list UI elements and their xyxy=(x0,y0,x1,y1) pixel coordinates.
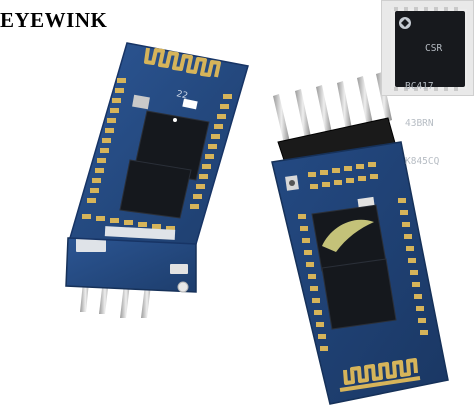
pcb-antenna-icon xyxy=(339,358,421,392)
left-hc-module: 22 xyxy=(65,42,249,318)
chip-marking-line: BC417 xyxy=(405,80,434,92)
chip-marking: CSR BC417 43BRN K845CQ xyxy=(405,18,465,193)
brand-watermark: EYEWINK xyxy=(0,8,108,32)
left-pads xyxy=(87,78,126,203)
chip-marking-line: K845CQ xyxy=(405,155,440,167)
chip-closeup-inset xyxy=(381,0,474,96)
csr-logo-icon xyxy=(399,17,411,29)
chip-marking-line: CSR xyxy=(425,43,443,54)
right-pads xyxy=(190,94,232,209)
right-hc-module xyxy=(271,72,449,405)
chip-package xyxy=(391,7,467,91)
chip-marking-line: 43BRN xyxy=(405,118,434,129)
pcb-antenna-icon xyxy=(144,47,221,78)
left-board-text: 22 xyxy=(175,89,189,101)
